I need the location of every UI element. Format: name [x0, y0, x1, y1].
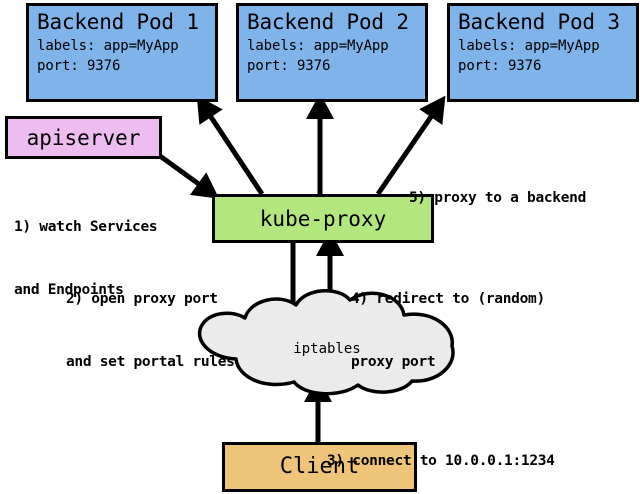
- step-2-line-2: and set portal rules: [66, 354, 235, 370]
- pod-labels: labels: app=MyApp: [247, 38, 389, 54]
- kube-proxy-label: kube-proxy: [259, 206, 387, 231]
- step-1-line-2: and Endpoints: [14, 282, 124, 298]
- apiserver-node: apiserver: [5, 116, 162, 159]
- arrow-kubeproxy-to-pod1: [196, 95, 265, 196]
- pod-title: Backend Pod 1: [37, 10, 199, 34]
- backend-pod-2: Backend Pod 2 labels: app=MyApp port: 93…: [236, 3, 428, 102]
- step-1-line-1: 1) watch Services: [14, 219, 158, 235]
- pod-port: port: 9376: [37, 58, 121, 74]
- pod-title: Backend Pod 3: [458, 10, 620, 34]
- iptables-label: iptables: [293, 341, 361, 357]
- apiserver-label: apiserver: [26, 125, 141, 150]
- pod-port: port: 9376: [247, 58, 331, 74]
- step-2-label: 2) open proxy port and set portal rules: [66, 247, 235, 415]
- client-label: Client: [279, 454, 360, 479]
- step-4-line-2: proxy port: [351, 354, 436, 370]
- step-3-label: 3) connect to 10.0.0.1:1234: [327, 409, 555, 494]
- pod-labels: labels: app=MyApp: [37, 38, 179, 54]
- arrow-apiserver-to-kubeproxy: [158, 153, 220, 199]
- pod-labels: labels: app=MyApp: [458, 38, 600, 54]
- step-2-line-1: 2) open proxy port: [66, 291, 218, 307]
- step-4-label: 4) redirect to (random) proxy port: [351, 247, 545, 415]
- pod-title: Backend Pod 2: [247, 10, 409, 34]
- backend-pod-3: Backend Pod 3 labels: app=MyApp port: 93…: [447, 3, 639, 102]
- client-node: Client: [222, 442, 417, 492]
- step-3-line-1: 3) connect to 10.0.0.1:1234: [327, 453, 555, 469]
- step-5-label: 5) proxy to a backend: [409, 146, 586, 251]
- step-4-line-1: 4) redirect to (random): [351, 291, 545, 307]
- kube-proxy-node: kube-proxy: [212, 194, 434, 243]
- step-1-label: 1) watch Services and Endpoints: [14, 175, 158, 343]
- step-5-line-1: 5) proxy to a backend: [409, 190, 587, 206]
- pod-port: port: 9376: [458, 58, 542, 74]
- backend-pod-1: Backend Pod 1 labels: app=MyApp port: 93…: [26, 3, 218, 102]
